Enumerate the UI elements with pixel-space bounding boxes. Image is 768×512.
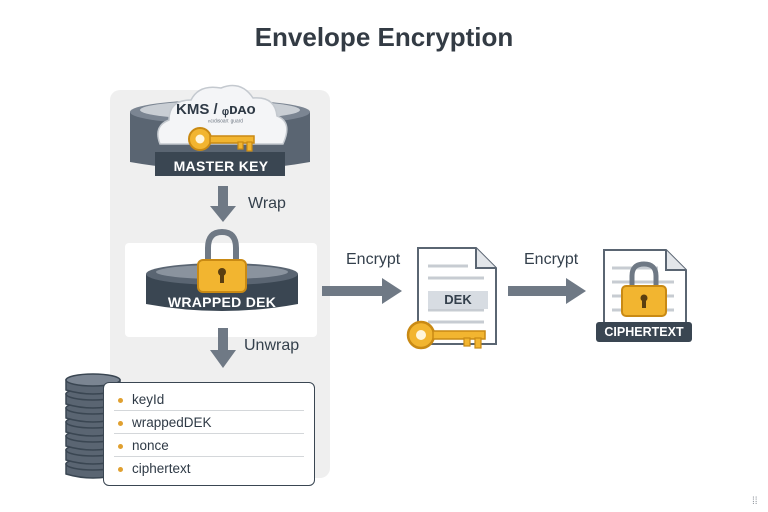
diagram-title: Envelope Encryption	[254, 22, 514, 52]
field-wrappeddek: wrappedDEK	[132, 415, 212, 430]
padlock-icon	[197, 228, 247, 293]
wrapped-dek-disk-icon	[146, 228, 298, 311]
encrypt-label-2: Encrypt	[524, 251, 579, 268]
list-item: ciphertext	[114, 458, 304, 480]
list-item: wrappedDEK	[114, 412, 304, 434]
bullet-icon	[118, 398, 123, 403]
ciphertext-label: CIPHERTEXT	[596, 322, 692, 342]
dek-key-icon	[406, 320, 486, 350]
kms-sublabel: ⁿᶜᶦᵈᶦˢᵒᵃʳᵗ ᵍᵘᵃʳᵈ	[208, 119, 243, 126]
unwrap-label: Unwrap	[244, 337, 300, 354]
field-keyid: keyId	[132, 392, 165, 407]
bullet-icon	[118, 444, 123, 449]
encrypt-arrow-2-icon	[508, 278, 586, 304]
cloud-icon	[157, 84, 288, 145]
corner-mark: ⁞⁞	[752, 496, 758, 507]
key-icon	[188, 127, 255, 152]
master-key-label: MASTER KEY	[173, 158, 269, 174]
bullet-icon	[118, 467, 123, 472]
encrypt-arrow-1-icon	[322, 278, 402, 304]
padlock-icon	[621, 261, 667, 317]
unwrap-arrow-icon	[210, 328, 236, 368]
wrapped-dek-label: WRAPPED DEK	[167, 294, 277, 310]
field-nonce: nonce	[132, 438, 169, 453]
field-ciphertext: ciphertext	[132, 461, 191, 476]
kms-label: KMS / ᵩᴅᴀᴏ	[176, 101, 256, 118]
wrap-arrow-icon	[210, 186, 236, 222]
encrypt-label-1: Encrypt	[346, 251, 401, 268]
list-item: nonce	[114, 435, 304, 457]
list-item: keyId	[114, 389, 304, 411]
bullet-icon	[118, 421, 123, 426]
wrap-label: Wrap	[248, 195, 286, 212]
dek-label: DEK	[428, 291, 488, 309]
stored-record-card: keyId wrappedDEK nonce ciphertext	[103, 382, 315, 486]
ciphertext-document-icon	[603, 249, 687, 341]
